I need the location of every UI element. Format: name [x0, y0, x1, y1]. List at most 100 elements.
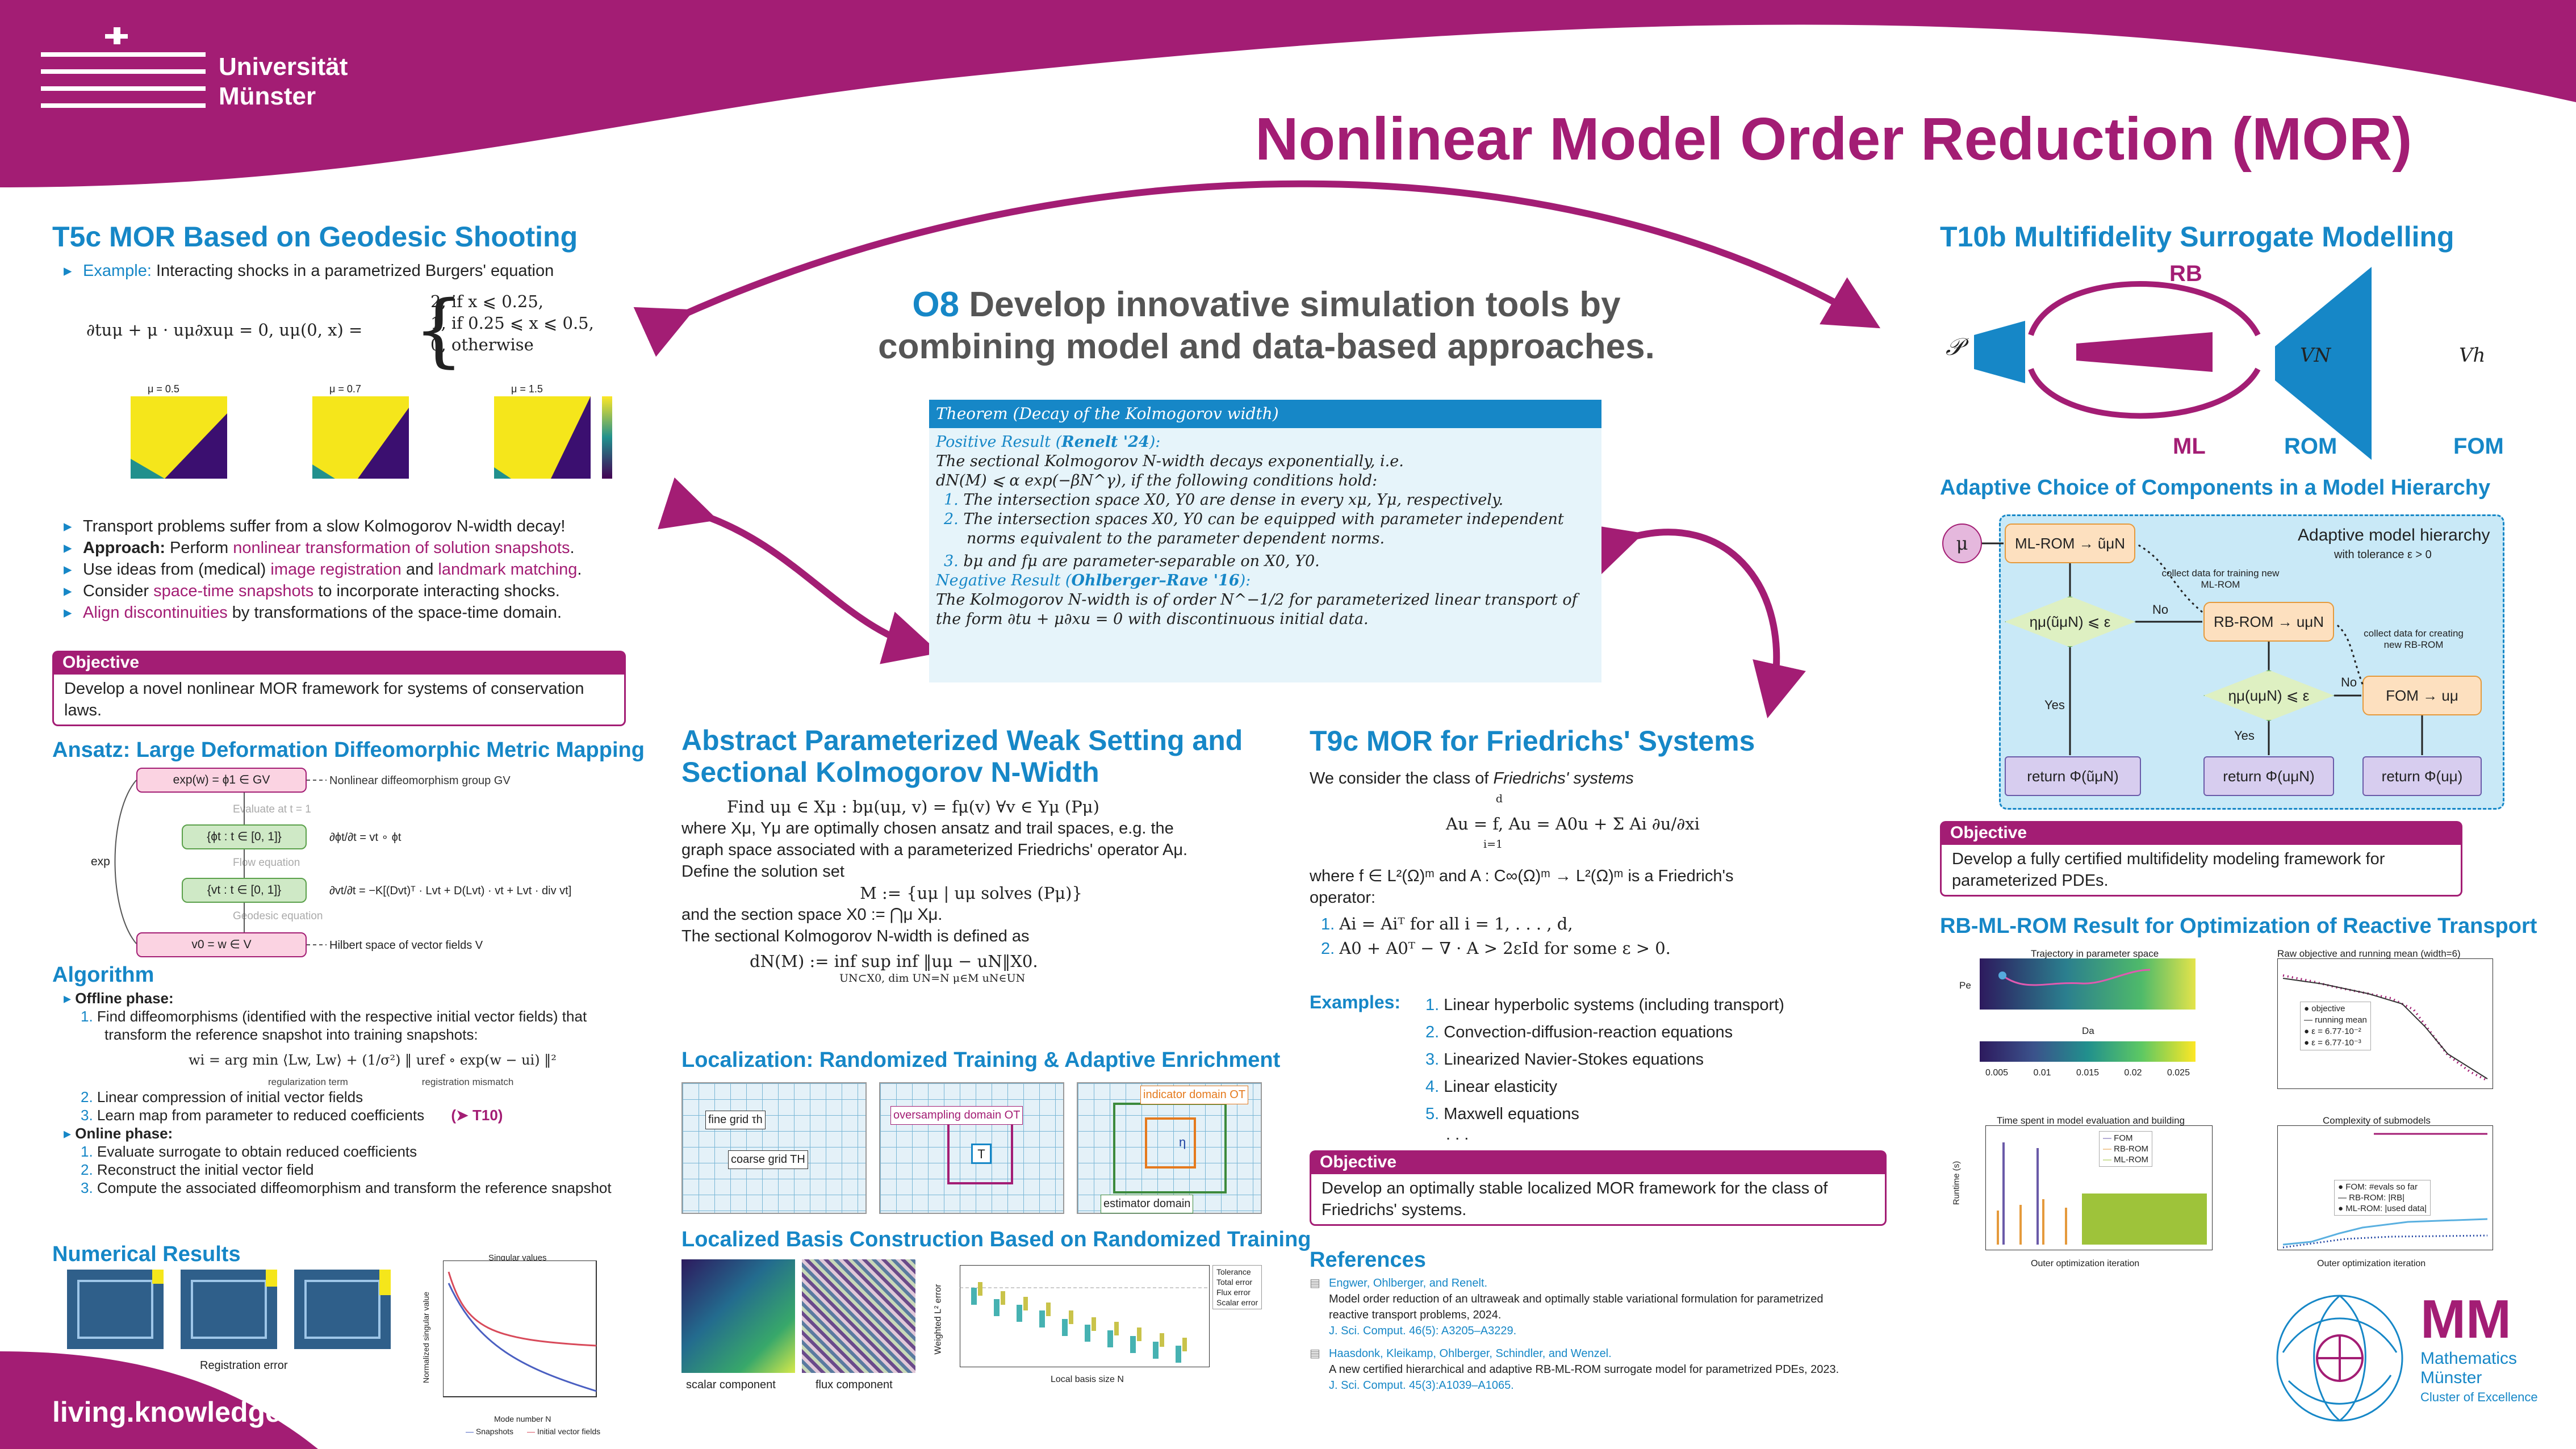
t5c-example-label: Example:: [83, 262, 152, 280]
RB-label: RB: [2169, 261, 2202, 286]
node-exp-right: Nonlinear diffeomorphism group GV: [329, 774, 511, 787]
reg-term-label: regularization term: [268, 1077, 348, 1087]
b5b: by transformations of the space-time dom…: [227, 604, 562, 622]
ROM-label: ROM: [2284, 434, 2337, 459]
node-geodesic-right: ∂vt/∂t = −K[(Dvt)ᵀ · Lvt + D(Lvt) · vt +…: [329, 885, 572, 897]
ref1-journal[interactable]: J. Sci. Comput. 46(5): A3205–A3229.: [1329, 1325, 1517, 1337]
time-legend: — FOM — RB-ROM — ML-ROM: [2099, 1131, 2152, 1167]
traj-xlabel: Da: [2082, 1025, 2094, 1036]
yes-label-2: Yes: [2234, 728, 2255, 743]
registration-formula: wi = arg min ⟨Lw, Lw⟩ + (1/σ²) ‖ uref ∘ …: [189, 1052, 557, 1068]
theorem-line1: The sectional Kolmogorov N-width decays …: [936, 453, 1404, 470]
time-chart: Time spent in model evaluation and build…: [1951, 1112, 2224, 1282]
yes-label-1: Yes: [2044, 698, 2065, 712]
case2: 1, if 0.25 ⩽ x ⩽ 0.5,: [430, 313, 594, 333]
theorem-neg1: The Kolmogorov N-width is of order N^−1/…: [936, 591, 1578, 609]
t5c-title: T5c MOR Based on Geodesic Shooting: [52, 221, 578, 253]
b4a: Consider: [83, 582, 154, 600]
trajectory-chart: Trajectory in parameter space Da Pe 0.00…: [1951, 945, 2224, 1109]
comp-legend-1: FOM: #evals so far: [2345, 1182, 2418, 1192]
ansatz-arrows: [114, 780, 327, 945]
cb-tick-5: 0.025: [2167, 1068, 2190, 1078]
online-step2: Reconstruct the initial vector field: [97, 1161, 314, 1178]
university-name-line2: Münster: [219, 82, 316, 110]
raw-legend-1: objective: [2311, 1004, 2345, 1014]
hierarchy-title: Adaptive model hierarchy: [2298, 526, 2490, 545]
subdomain-T: T: [971, 1144, 992, 1164]
comp-legend-3: ML-ROM: |used data|: [2345, 1204, 2427, 1213]
lbasis-title: Localized Basis Construction Based on Ra…: [681, 1228, 1311, 1251]
t5c-bullet-4: Consider space-time snapshots to incorpo…: [64, 580, 654, 602]
flux-component-image: [802, 1259, 915, 1373]
flowchart-arrows: [1982, 542, 2423, 755]
adaptive-title: Adaptive Choice of Components in a Model…: [1940, 476, 2491, 500]
example-1: Linear hyperbolic systems (including tra…: [1444, 996, 1784, 1014]
examples-label: Examples:: [1310, 992, 1401, 1012]
online-step3: Compute the associated diffeomorphism an…: [97, 1179, 612, 1196]
estimator-label: estimator domain: [1101, 1195, 1194, 1213]
boxplot-area: [960, 1265, 1210, 1367]
b3d: landmark matching: [438, 560, 578, 579]
t10b-objective: Objective Develop a fully certified mult…: [1940, 821, 2462, 897]
t9c-intro: We consider the class of: [1310, 769, 1494, 788]
brace: {: [413, 284, 465, 376]
mm-logo: MM: [2420, 1289, 2511, 1350]
indicator-label: indicator domain OT: [1140, 1086, 1249, 1104]
t5c-example: Example: Interacting shocks in a paramet…: [64, 260, 632, 282]
theorem-cond3: bμ and fμ are parameter-separable on X0,…: [963, 552, 1320, 570]
ML-label: ML: [2173, 434, 2206, 459]
error-boxplot-chart: Tolerance Total error Flux error Scalar …: [926, 1259, 1266, 1396]
panel-label-3: μ = 1.5: [511, 383, 543, 395]
theorem-pos-label: Positive Result (: [936, 433, 1062, 451]
raw-plot: [2277, 958, 2493, 1089]
no-label-2: No: [2341, 675, 2357, 689]
localization-title: Localization: Randomized Training & Adap…: [681, 1048, 1281, 1072]
abstract-text4: and the section space X0 := ⋂μ Xμ.: [681, 906, 943, 924]
mfs-diagram: [1974, 267, 2372, 460]
comp-legend: ● FOM: #evals so far — RB-ROM: |RB| ● ML…: [2334, 1180, 2431, 1216]
raw-title: Raw objective and running mean (width=6): [2277, 948, 2461, 959]
ref1-title2: reactive transport problems, 2024.: [1329, 1309, 1502, 1321]
t9c-objective-head: Objective: [1310, 1150, 1887, 1174]
ref2-title: A new certified hierarchical and adaptiv…: [1329, 1363, 1839, 1376]
mm-logo-graphic: [2276, 1295, 2403, 1422]
grid-panel-1: fine grid τh coarse grid TH: [681, 1082, 867, 1214]
sum-bot: i=1: [1483, 838, 1503, 851]
time-legend-3: ML-ROM: [2114, 1155, 2148, 1165]
example-2: Convection-diffusion-reaction equations: [1444, 1023, 1733, 1041]
t5c-bullet-1: Transport problems suffer from a slow Ko…: [64, 516, 654, 537]
time-legend-2: RB-ROM: [2114, 1144, 2148, 1154]
traj-colorbar: [1980, 1041, 2196, 1062]
cb-tick-2: 0.01: [2033, 1068, 2051, 1078]
legend-flux: Flux error: [1216, 1288, 1251, 1297]
o8-statement: O8 Develop innovative simulation tools b…: [852, 284, 1681, 368]
example-3: Linearized Navier-Stokes equations: [1444, 1050, 1704, 1069]
grid-panel-3: indicator domain OT estimator domain η: [1077, 1082, 1262, 1214]
abstract-text3: Define the solution set: [681, 862, 844, 881]
raw-legend-2: running mean: [2315, 1015, 2367, 1025]
t9c-where2: operator:: [1310, 889, 1376, 907]
t10b-objective-head: Objective: [1940, 821, 2462, 845]
label-evaluate: Evaluate at t = 1: [233, 803, 311, 815]
boxplot-legend: Tolerance Total error Flux error Scalar …: [1212, 1265, 1262, 1309]
theorem-pos-end: ):: [1149, 433, 1161, 451]
offline-step1: Find diffeomorphisms (identified with th…: [97, 1008, 587, 1025]
weak-problem: Find uμ ∈ Xμ : bμ(uμ, v) = fμ(v) ∀v ∈ Yμ…: [727, 797, 1099, 816]
kolmogorov-def: dN(M) := inf sup inf ‖uμ − uN‖X0.: [750, 952, 1038, 971]
panel-image-2: [312, 396, 409, 479]
complexity-chart: Complexity of submodels ● FOM: #evals so…: [2255, 1112, 2504, 1282]
t9c-objective: Objective Develop an optimally stable lo…: [1310, 1150, 1887, 1226]
t10-ref: (➤ T10): [451, 1107, 503, 1124]
cb-tick-4: 0.02: [2124, 1068, 2142, 1078]
boxplot-ylabel: Weighted L² error: [933, 1284, 943, 1355]
raw-legend-4: ε = 6.77·10⁻³: [2311, 1038, 2361, 1048]
ref2-journal[interactable]: J. Sci. Comput. 45(3):A1039–A1065.: [1329, 1379, 1514, 1392]
b4c: to incorporate interacting shocks.: [313, 582, 560, 600]
boxplot-xlabel: Local basis size N: [1051, 1375, 1124, 1384]
b4b: space-time snapshots: [153, 582, 314, 600]
b3e: .: [577, 560, 582, 579]
t9c-title: T9c MOR for Friedrichs' Systems: [1310, 725, 1755, 757]
sv-legend-1: Snapshots: [475, 1427, 514, 1436]
